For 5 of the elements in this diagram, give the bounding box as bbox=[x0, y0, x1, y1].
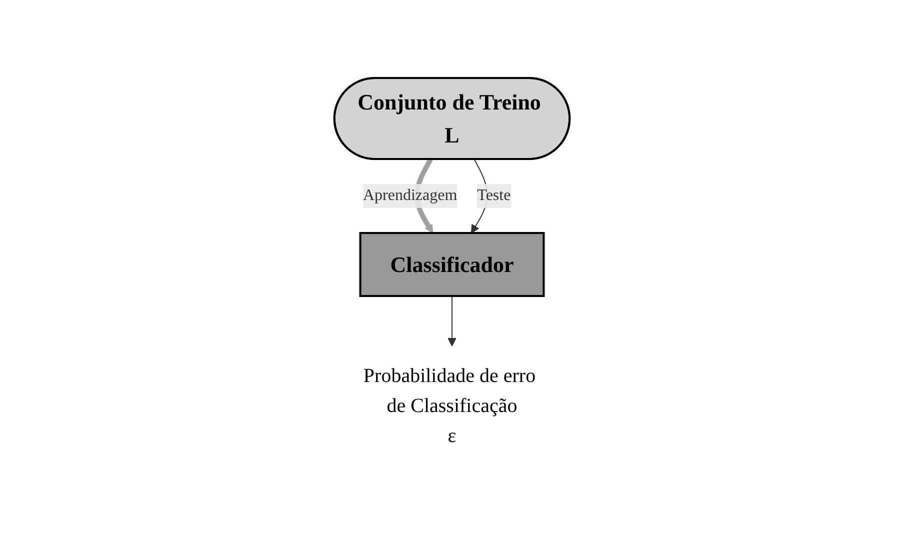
edge-label: Teste bbox=[477, 187, 511, 204]
node-box: Classificador bbox=[359, 232, 545, 297]
edge-label: Aprendizagem bbox=[362, 187, 458, 204]
node-text: Probabilidade de erro de Classificação ε bbox=[363, 365, 536, 447]
arrow bbox=[448, 296, 456, 346]
